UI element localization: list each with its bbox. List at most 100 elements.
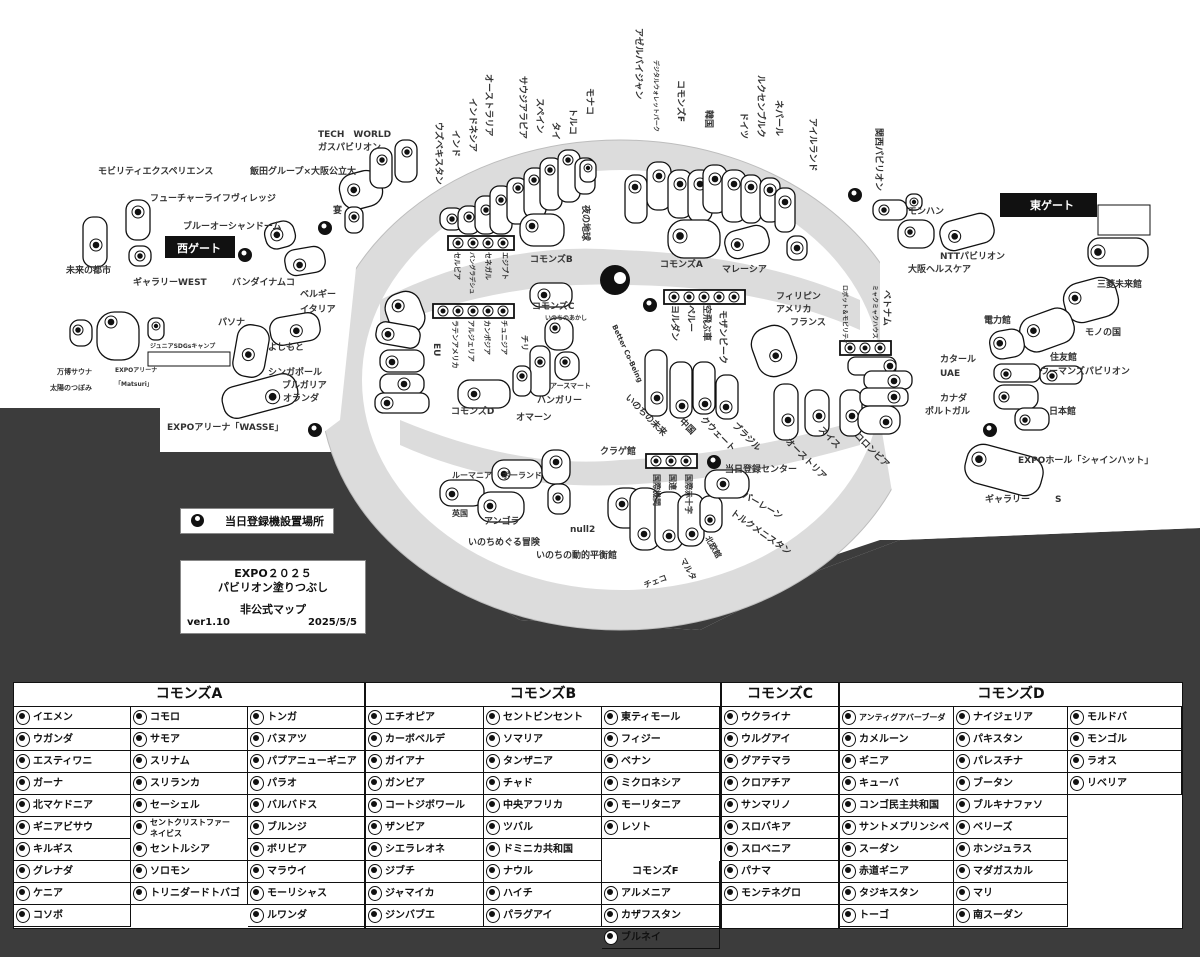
checklist-item[interactable]: アルメニア [602, 883, 720, 905]
checklist-item[interactable]: コンゴ民主共和国 [840, 795, 954, 817]
checklist-item[interactable]: レソト [602, 817, 720, 839]
pavilion-81[interactable] [491, 459, 543, 489]
checklist-item[interactable]: ガンビア [366, 773, 484, 795]
registration-dot-2[interactable] [238, 248, 252, 262]
checklist-item[interactable]: アンティグアバーブーダ [840, 707, 954, 729]
checklist-item[interactable]: ボリビア [248, 839, 365, 861]
checklist-item[interactable]: モーリシャス [248, 883, 365, 905]
checklist-item[interactable]: ソマリア [484, 729, 602, 751]
checklist-item[interactable]: コソボ [14, 905, 131, 927]
checklist-item[interactable]: ウクライナ [722, 707, 840, 729]
pavilion-37[interactable] [624, 174, 648, 224]
checklist-item[interactable]: ウガンダ [14, 729, 131, 751]
pavilion-36[interactable] [457, 379, 511, 409]
checklist-item[interactable]: パラグアイ [484, 905, 602, 927]
checklist-item[interactable]: ブータン [954, 773, 1068, 795]
pavilion-59[interactable] [859, 387, 909, 407]
checklist-item[interactable]: パプアニューギニア [248, 751, 365, 773]
checklist-item[interactable]: スーダン [840, 839, 954, 861]
checklist-item[interactable]: ツバル [484, 817, 602, 839]
checklist-item[interactable]: イエメン [14, 707, 131, 729]
pavilion-10[interactable] [344, 206, 364, 234]
east-gate[interactable] [1000, 193, 1097, 217]
checklist-item[interactable]: エスティワニ [14, 751, 131, 773]
pavilion-39[interactable] [667, 169, 693, 219]
checklist-item[interactable]: モンゴル [1068, 729, 1182, 751]
checklist-item[interactable]: フィジー [602, 729, 720, 751]
pavilion-3[interactable] [128, 245, 152, 267]
pavilion-41[interactable] [702, 164, 728, 214]
checklist-item[interactable]: ラオス [1068, 751, 1182, 773]
pavilion-34[interactable] [512, 365, 532, 397]
checklist-item[interactable]: ドミニカ共和国 [484, 839, 602, 861]
checklist-item[interactable]: サモア [131, 729, 248, 751]
checklist-item[interactable]: マリ [954, 883, 1068, 905]
pavilion-13[interactable] [231, 323, 272, 380]
pavilion-47[interactable] [667, 219, 721, 259]
pavilion-55[interactable] [804, 389, 830, 437]
checklist-item[interactable]: タンザニア [484, 751, 602, 773]
registration-dot-1[interactable] [318, 221, 332, 235]
checklist-item[interactable]: グレナダ [14, 861, 131, 883]
checklist-item[interactable]: タジキスタン [840, 883, 954, 905]
pavilion-82[interactable] [477, 491, 525, 523]
pavilion-84[interactable] [547, 483, 571, 515]
checklist-item[interactable]: コモロ [131, 707, 248, 729]
checklist-item[interactable]: ガイアナ [366, 751, 484, 773]
pavilion-66[interactable] [1060, 274, 1123, 327]
checklist-item[interactable]: クロアチア [722, 773, 840, 795]
checklist-item[interactable]: ガーナ [14, 773, 131, 795]
checklist-item[interactable]: バルバドス [248, 795, 365, 817]
checklist-item[interactable]: コートジボワール [366, 795, 484, 817]
pavilion-30[interactable] [519, 213, 565, 247]
west-gate[interactable] [165, 236, 235, 258]
pavilion-62[interactable] [897, 219, 935, 249]
pavilion-69[interactable] [993, 363, 1041, 383]
checklist-item[interactable]: スリナム [131, 751, 248, 773]
checklist-item[interactable]: ジブチ [366, 861, 484, 883]
pavilion-4[interactable] [96, 311, 140, 361]
pavilion-15[interactable] [219, 371, 301, 422]
checklist-item[interactable]: カザフスタン [602, 905, 720, 927]
pavilion-79[interactable] [704, 469, 750, 499]
checklist-item[interactable]: チャド [484, 773, 602, 795]
checklist-item[interactable]: スロベニア [722, 839, 840, 861]
pavilion-7[interactable] [262, 219, 298, 252]
pavilion-18[interactable] [379, 349, 425, 373]
checklist-item[interactable]: ウルグアイ [722, 729, 840, 751]
checklist-item[interactable]: 赤道ギニア [840, 861, 954, 883]
checklist-item[interactable]: マラウイ [248, 861, 365, 883]
checklist-item[interactable]: ミクロネシア [602, 773, 720, 795]
pavilion-65[interactable] [1087, 237, 1149, 267]
checklist-item[interactable]: パラオ [248, 773, 365, 795]
checklist-item[interactable]: ベナン [602, 751, 720, 773]
pavilion-28[interactable] [557, 149, 581, 203]
checklist-item[interactable]: マダガスカル [954, 861, 1068, 883]
checklist-item[interactable]: エチオピア [366, 707, 484, 729]
pavilion-68[interactable] [988, 327, 1026, 360]
checklist-item[interactable]: ジャマイカ [366, 883, 484, 905]
registration-dot-6[interactable] [983, 423, 997, 437]
checklist-item[interactable]: 北マケドニア [14, 795, 131, 817]
checklist-item[interactable]: モーリタニア [602, 795, 720, 817]
pavilion-72[interactable] [1014, 407, 1050, 431]
checklist-item[interactable]: バヌアツ [248, 729, 365, 751]
vietnam-mini-row[interactable] [839, 340, 892, 356]
commons-b-mini-row[interactable] [447, 235, 515, 251]
checklist-item[interactable]: パナマ [722, 861, 840, 883]
checklist-item[interactable]: ナウル [484, 861, 602, 883]
pavilion-8[interactable] [283, 245, 327, 278]
checklist-item[interactable]: セントビンセント [484, 707, 602, 729]
pavilion-11[interactable] [394, 139, 418, 183]
pavilion-53[interactable] [715, 374, 739, 420]
checklist-item[interactable]: キルギス [14, 839, 131, 861]
pavilion-38[interactable] [646, 161, 672, 211]
pavilion-83[interactable] [541, 449, 571, 485]
pavilion-78[interactable] [699, 495, 723, 533]
checklist-item[interactable]: ケニア [14, 883, 131, 905]
pavilion-49[interactable] [747, 321, 802, 382]
registration-dot-5[interactable] [707, 455, 721, 469]
pavilion-31[interactable] [529, 282, 573, 308]
checklist-item[interactable]: ルワンダ [248, 905, 365, 927]
checklist-item[interactable]: ハイチ [484, 883, 602, 905]
